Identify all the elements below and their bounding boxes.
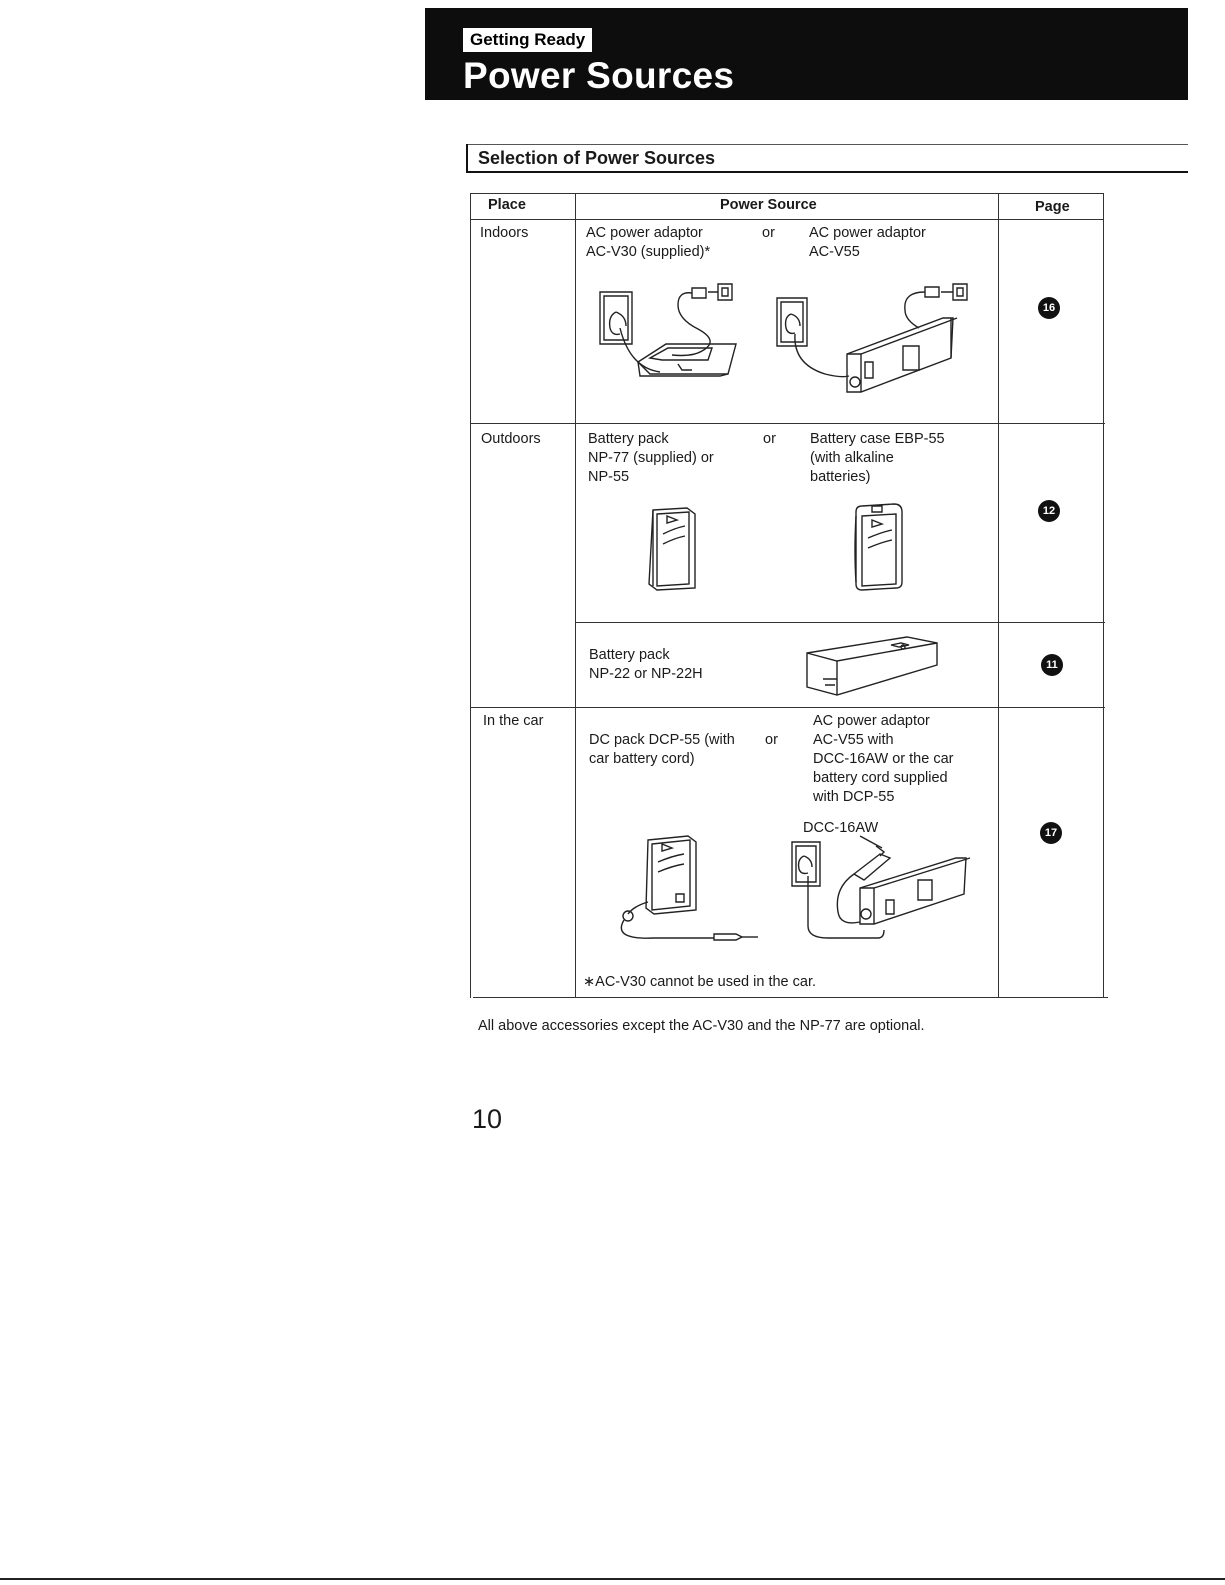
page-title: Power Sources [463,55,735,96]
col-header-place: Place [488,197,526,213]
ac-v55-adaptor-illustration [775,282,975,400]
heading-rule-top [466,144,1188,145]
header-banner: Getting Ready Power Sources [425,8,1188,100]
dcp-55-dc-pack-illustration [610,830,770,942]
row-car-place: In the car [483,713,544,729]
bottom-rule [0,1578,1225,1580]
row-car-or: or [765,732,778,748]
row-indoors-right-text: AC power adaptor AC-V55 [809,225,926,260]
heading-rule-bottom [466,171,1188,173]
table-border-top [470,193,1103,194]
page-ref-badge: 11 [1041,654,1063,676]
table-row-rule-3 [470,707,1105,708]
ac-v30-adaptor-illustration [598,282,748,400]
ac-v55-car-illustration [790,836,970,946]
row-indoors-place: Indoors [480,225,529,241]
row-indoors-left-text: AC power adaptor AC-V30 (supplied)* [586,225,711,260]
section-label: Getting Ready [463,28,593,52]
footnote: All above accessories except the AC-V30 … [478,1018,925,1034]
ebp-55-battery-case-illustration [846,502,906,594]
page-ref-badge: 16 [1038,297,1060,319]
table-header-rule [470,219,1103,220]
page-ref-badge: 17 [1040,822,1062,844]
subsection-heading: Selection of Power Sources [466,142,1188,173]
table-row-rule-1 [470,423,1105,424]
table-border-right [1103,193,1104,998]
dcc-16aw-callout: DCC-16AW [803,820,879,836]
np-22-battery-illustration [803,633,943,699]
row-outdoors-or: or [763,431,776,447]
np-77-battery-illustration [645,504,701,592]
row-indoors-or: or [762,225,775,241]
col-header-power-source: Power Source [720,197,817,213]
col-header-page: Page [1035,199,1070,215]
table-col-divider-1 [575,193,576,998]
row-car-left-text: DC pack DCP-55 (with car battery cord) [589,732,735,767]
row-outdoors-right-text: Battery case EBP-55 (with alkaline batte… [810,431,945,485]
page-ref-badge: 12 [1038,500,1060,522]
row-np22-text: Battery pack NP-22 or NP-22H [589,647,703,682]
table-row-rule-2 [575,622,1105,623]
row-car-right-text: AC power adaptor AC-V55 with DCC-16AW or… [813,713,954,805]
table-border-left [470,193,471,998]
subsection-title: Selection of Power Sources [478,148,716,168]
car-note: ∗AC-V30 cannot be used in the car. [583,974,817,990]
page-number: 10 [472,1104,503,1134]
row-outdoors-place: Outdoors [481,431,541,447]
row-outdoors-left-text: Battery pack NP-77 (supplied) or NP-55 [588,431,714,485]
table-border-bottom [473,997,1108,998]
heading-bar [466,144,468,172]
table-col-divider-2 [998,193,999,998]
